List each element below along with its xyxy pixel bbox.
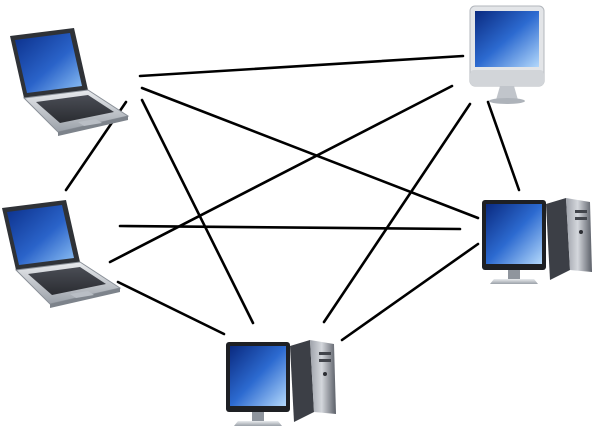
link-imac-laptop-mid-left [108,84,454,264]
link-laptop-top-left-tower-bottom [140,98,255,325]
laptop-icon [1,199,121,309]
node-laptop-mid-left [1,199,121,309]
link-imac-tower-bottom [322,102,472,324]
link-imac-tower-right [486,100,521,192]
desktop-computer-icon [482,198,592,284]
node-tower-right [482,198,592,284]
link-tower-right-tower-bottom [340,242,480,342]
node-tower-bottom [226,340,336,426]
link-laptop-top-left-tower-right [140,86,480,220]
desktop-computer-icon [226,340,336,426]
laptop-icon [9,27,129,137]
link-laptop-top-left-imac [138,54,465,78]
network-links [64,54,521,342]
node-imac-top-right [469,5,545,105]
node-laptop-top-left [9,27,129,137]
link-laptop-mid-left-tower-right [118,224,462,231]
link-laptop-mid-left-tower-bottom [116,280,226,336]
imac-icon [469,5,545,105]
